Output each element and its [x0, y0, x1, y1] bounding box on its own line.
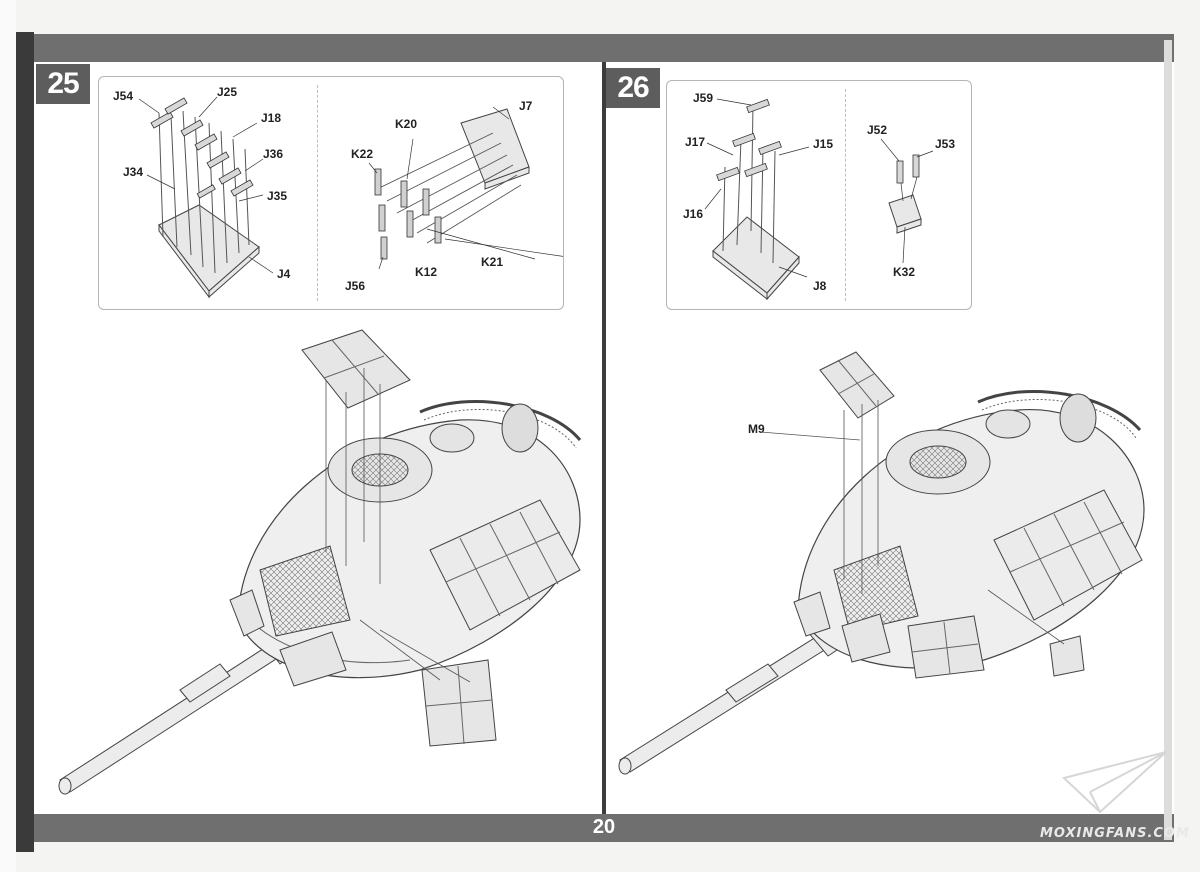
- paper-plane-logo: [1061, 751, 1167, 814]
- step-number-26: 26: [606, 68, 660, 108]
- part-label: J16: [683, 207, 704, 221]
- part-label: J8: [813, 279, 827, 293]
- step25-subassembly-panel: J54 J25 J18 J36 J34 J35 J4: [98, 76, 564, 310]
- page-gutter: [602, 62, 606, 814]
- part-label: K22: [351, 147, 374, 161]
- part-label: K20: [395, 117, 418, 131]
- part-label: J36: [263, 147, 284, 161]
- step26-small-parts-drawing: [880, 138, 934, 264]
- part-label: K32: [893, 265, 916, 279]
- part-label: J53: [935, 137, 956, 151]
- part-label: M9: [748, 422, 765, 436]
- part-label: J7: [519, 99, 533, 113]
- part-label: J59: [693, 91, 714, 105]
- part-label: J25: [217, 85, 238, 99]
- binding-shadow: [16, 32, 34, 852]
- part-label: K12: [415, 265, 438, 279]
- step25-handles-drawing: [138, 96, 274, 299]
- part-label: J15: [813, 137, 834, 151]
- part-label: J34: [123, 165, 144, 179]
- part-label: J52: [867, 123, 888, 137]
- scan-margin: [0, 0, 16, 872]
- part-label: J18: [261, 111, 282, 125]
- watermark: MOXINGFANS.COM: [1040, 826, 1190, 841]
- part-label: J54: [113, 89, 134, 103]
- page-edge: [1164, 40, 1172, 840]
- part-label: J35: [267, 189, 288, 203]
- part-label: K21: [481, 255, 504, 269]
- part-label: J17: [685, 135, 706, 149]
- subpanel-divider: [845, 89, 846, 301]
- subpanel-divider: [317, 85, 318, 301]
- step26-handles-drawing: [704, 98, 810, 301]
- step-number-25: 25: [36, 64, 90, 104]
- bottom-band: [34, 814, 1174, 842]
- step25-brackets-drawing: [368, 106, 563, 270]
- step26-turret-drawing: [618, 351, 1145, 775]
- page-number: 20: [592, 816, 616, 838]
- step26-subassembly-panel: J59 J17 J15 J16 J8 J52 J53 K32: [666, 80, 972, 310]
- top-band: [34, 34, 1174, 62]
- step25-turret-drawing: [58, 329, 582, 795]
- part-label: J4: [277, 267, 291, 281]
- part-label: J56: [345, 279, 366, 293]
